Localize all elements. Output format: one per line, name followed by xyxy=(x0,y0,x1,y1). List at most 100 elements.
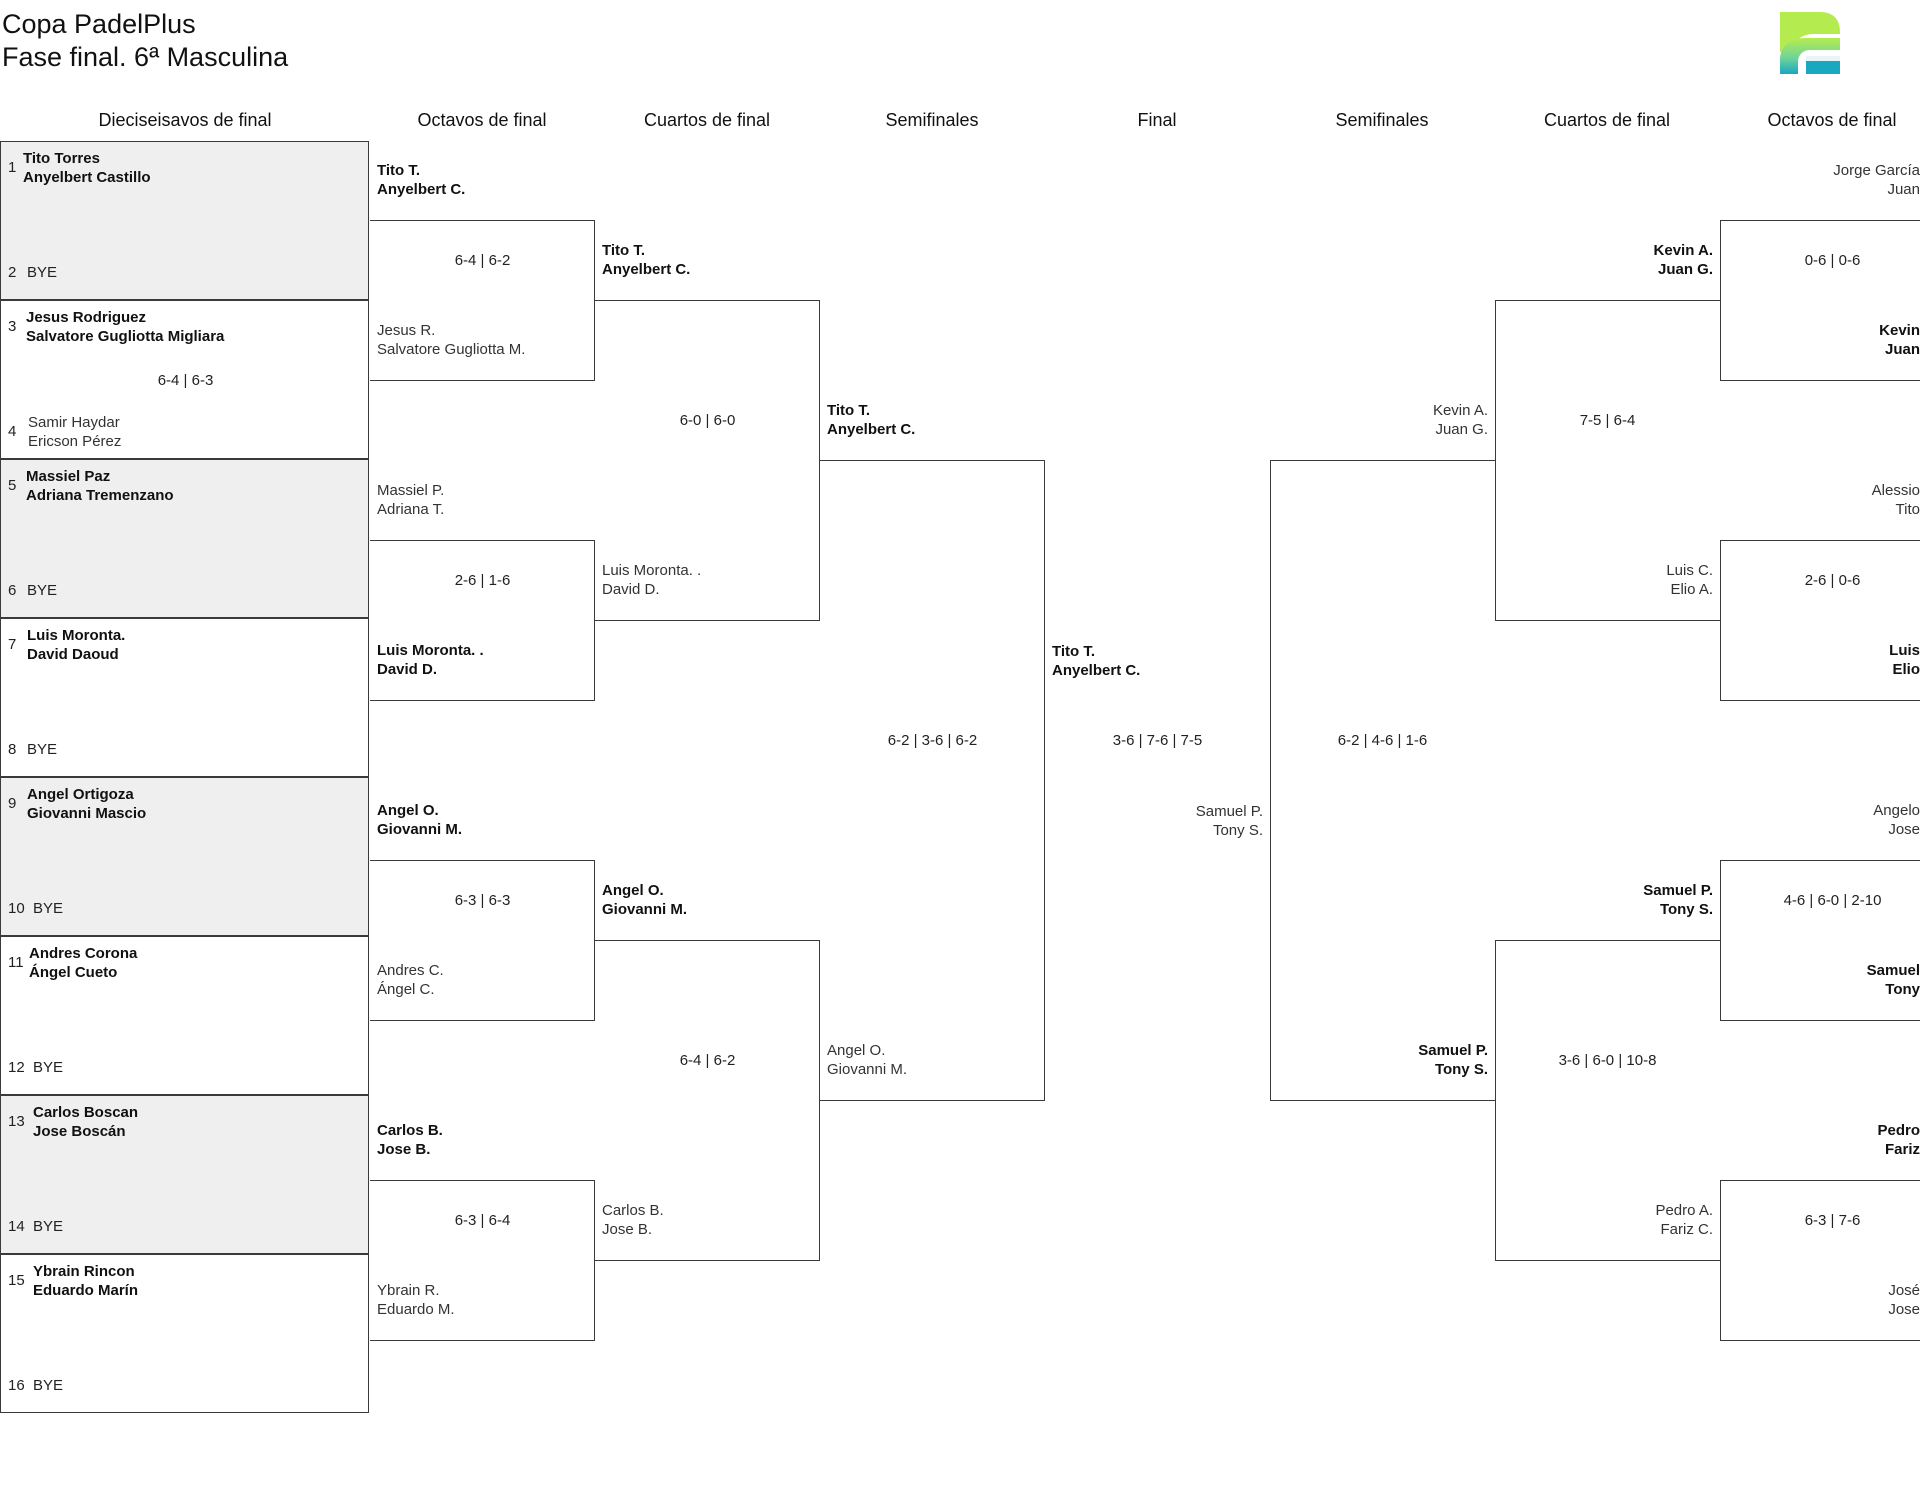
cuartos-right-connector-1 xyxy=(1495,300,1720,621)
seed-number: 6 xyxy=(8,582,17,599)
seed-number: 16 xyxy=(8,1377,25,1394)
cuartos-left-connector-1 xyxy=(595,300,820,621)
cuartos-left-1-bottom: Luis Moronta. .David D. xyxy=(602,562,702,598)
semifinal-left-bottom: Angel O.Giovanni M. xyxy=(827,1042,908,1078)
octavos-left-2-top: Massiel P.Adriana T. xyxy=(377,482,445,518)
match-score: 6-4 | 6-3 xyxy=(157,372,214,389)
column-header-octavos-left: Octavos de final xyxy=(417,110,547,130)
cuartos-right-connector-2 xyxy=(1495,940,1720,1261)
seed-number: 3 xyxy=(8,318,17,335)
octavos-left-connector-4 xyxy=(370,1180,595,1341)
padelplus-logo xyxy=(1780,12,1840,74)
column-header-cuartos-left: Cuartos de final xyxy=(643,110,771,130)
octavos-left-connector-3 xyxy=(370,860,595,1021)
seed-number: 15 xyxy=(8,1272,25,1289)
bye-label: BYE xyxy=(33,1218,64,1235)
octavos-left-1-bottom: Jesus R.Salvatore Gugliotta M. xyxy=(377,322,526,358)
team-winner: Luis Moronta.David Daoud xyxy=(27,627,126,663)
octavos-left-3-top: Angel O.Giovanni M. xyxy=(377,802,463,838)
final-score: 3-6 | 7-6 | 7-5 xyxy=(1112,732,1203,749)
seed-number: 14 xyxy=(8,1218,25,1235)
cuartos-left-2-top: Angel O.Giovanni M. xyxy=(602,882,688,918)
tournament-title: Copa PadelPlus xyxy=(2,9,196,39)
octavos-left-4-top: Carlos B.Jose B. xyxy=(377,1122,443,1158)
octavos-right-connector-3 xyxy=(1720,860,1920,1021)
column-header-dieciseisavos: Dieciseisavos de final xyxy=(98,110,272,130)
octavos-left-2-score: 2-6 | 1-6 xyxy=(454,572,511,589)
cuartos-left-2-bottom: Carlos B.Jose B. xyxy=(602,1202,664,1238)
column-header-semifinales-left: Semifinales xyxy=(885,110,979,130)
octavos-right-1-score: 0-6 | 0-6 xyxy=(1804,252,1861,269)
cuartos-left-connector-2 xyxy=(595,940,820,1261)
seed-number: 8 xyxy=(8,741,17,758)
cuartos-right-2-top: Samuel P.Tony S. xyxy=(1643,882,1713,918)
bye-label: BYE xyxy=(33,900,64,917)
cuartos-left-1-top: Tito T.Anyelbert C. xyxy=(602,242,691,278)
octavos-right-connector-1 xyxy=(1720,220,1920,381)
category-subtitle: Fase final. 6ª Masculina xyxy=(2,42,289,72)
bye-label: BYE xyxy=(27,741,58,758)
seed-number: 2 xyxy=(8,264,17,281)
final-top-team: Tito T.Anyelbert C. xyxy=(1052,643,1141,679)
octavos-left-2-bottom: Luis Moronta. .David D. xyxy=(377,642,484,678)
semifinal-left-connector xyxy=(820,460,1045,1101)
column-header-semifinales-right: Semifinales xyxy=(1335,110,1429,130)
seed-number: 7 xyxy=(8,636,17,653)
semifinal-right-score: 6-2 | 4-6 | 1-6 xyxy=(1337,732,1428,749)
column-header-final: Final xyxy=(1137,110,1177,130)
semifinal-left-score: 6-2 | 3-6 | 6-2 xyxy=(887,732,978,749)
semifinal-left-top: Tito T.Anyelbert C. xyxy=(827,402,916,438)
octavos-left-1-score: 6-4 | 6-2 xyxy=(454,252,511,269)
octavos-right-4-score: 6-3 | 7-6 xyxy=(1804,1212,1861,1229)
bye-label: BYE xyxy=(27,264,58,281)
bye-label: BYE xyxy=(33,1377,64,1394)
seed-number: 4 xyxy=(8,423,17,440)
seed-number: 13 xyxy=(8,1113,25,1130)
octavos-left-4-bottom: Ybrain R.Eduardo M. xyxy=(377,1282,455,1318)
octavos-left-1-top: Tito T.Anyelbert C. xyxy=(377,162,466,198)
cuartos-right-2-score: 3-6 | 6-0 | 10-8 xyxy=(1558,1052,1657,1069)
bye-label: BYE xyxy=(27,582,58,599)
cuartos-right-1-top: Kevin A.Juan G. xyxy=(1653,242,1713,278)
cuartos-right-1-bottom: Luis C.Elio A. xyxy=(1666,562,1713,598)
column-header-cuartos-right: Cuartos de final xyxy=(1543,110,1671,130)
octavos-left-connector-2 xyxy=(370,540,595,701)
octavos-left-4-score: 6-3 | 6-4 xyxy=(454,1212,511,1229)
octavos-right-connector-4 xyxy=(1720,1180,1920,1341)
semifinal-right-connector xyxy=(1270,460,1495,1101)
cuartos-left-2-score: 6-4 | 6-2 xyxy=(679,1052,736,1069)
octavos-left-connector-1 xyxy=(370,220,595,381)
octavos-right-2-score: 2-6 | 0-6 xyxy=(1804,572,1861,589)
octavos-right-connector-2 xyxy=(1720,540,1920,701)
semifinal-right-bottom: Samuel P.Tony S. xyxy=(1418,1042,1488,1078)
column-header-octavos-right: Octavos de final xyxy=(1767,110,1897,130)
seed-number: 10 xyxy=(8,900,25,917)
cuartos-right-1-score: 7-5 | 6-4 xyxy=(1579,412,1636,429)
seed-number: 1 xyxy=(8,159,17,176)
bye-label: BYE xyxy=(33,1059,64,1076)
seed-number: 11 xyxy=(8,954,24,971)
